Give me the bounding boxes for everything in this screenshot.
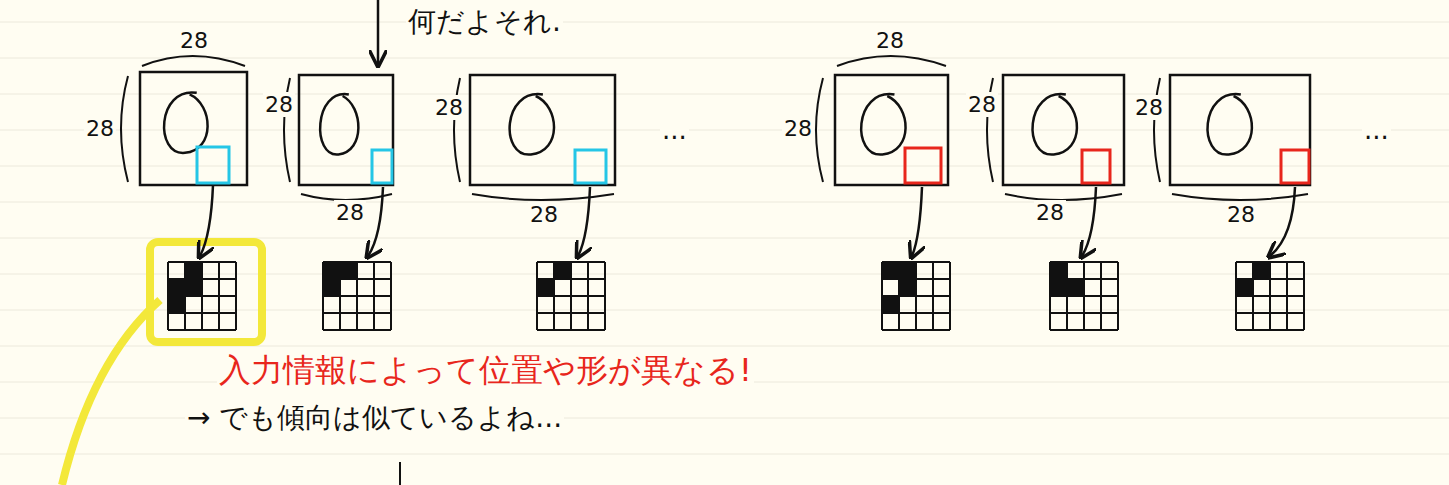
feature-grid (1050, 262, 1118, 330)
note-text: 入力情報によって位置や形が異なる! (217, 352, 754, 389)
input-image (1003, 75, 1124, 330)
digit-zero (1208, 94, 1252, 154)
dimension-bracket (121, 76, 128, 182)
filter-window (905, 148, 941, 183)
feature-grid (882, 262, 950, 330)
dimension: 28 (874, 28, 906, 53)
dimension: 28 (782, 116, 814, 141)
dimension-bracket (454, 78, 460, 182)
highlight (150, 242, 262, 342)
dimension-bracket (837, 56, 946, 66)
dimension-bracket (1172, 194, 1308, 200)
ruled-lines (0, 22, 1449, 454)
filter-window (575, 150, 606, 183)
dimension-bracket (472, 194, 614, 200)
dimension-bracket (142, 56, 245, 66)
dimension: 28 (966, 92, 998, 117)
dimension: 28 (334, 200, 366, 225)
dimension: 28 (1133, 95, 1165, 120)
feature-grid (1236, 262, 1304, 330)
digit-zero (510, 94, 554, 154)
input-image (835, 75, 950, 330)
filter-window (1281, 150, 1309, 183)
dimension: 28 (1225, 202, 1257, 227)
dimension: 28 (178, 28, 210, 53)
input-image (470, 75, 615, 330)
down-arrow (912, 187, 922, 256)
digit-zero (320, 94, 358, 154)
highlight-curve (62, 300, 160, 485)
digit-zero (164, 92, 208, 152)
dimension: 28 (263, 92, 295, 117)
dimension-bracket (816, 78, 823, 182)
input-image (140, 72, 247, 330)
down-arrow (200, 185, 213, 256)
feature-grid (323, 262, 391, 330)
feature-grid (537, 262, 605, 330)
filter-window (372, 150, 392, 183)
input-image (1170, 75, 1310, 330)
feature-grid (168, 262, 236, 330)
dimension: 28 (528, 202, 560, 227)
filter-window (197, 147, 229, 183)
ellipsis: ... (660, 116, 689, 146)
filter-window (1082, 150, 1110, 183)
note-text: 何だよそれ. (406, 6, 563, 38)
dimension: 28 (433, 95, 465, 120)
note-text: → でも傾向は似ているよね... (185, 402, 564, 434)
pointer-arrow (377, 0, 380, 64)
dimension-bracket (1154, 78, 1160, 182)
digit-zero (861, 94, 905, 154)
dimension: 28 (84, 116, 116, 141)
dimension: 28 (1034, 200, 1066, 225)
ellipsis: ... (1362, 116, 1391, 146)
tick (399, 462, 401, 485)
digit-zero (1033, 94, 1077, 154)
input-image (299, 75, 393, 330)
